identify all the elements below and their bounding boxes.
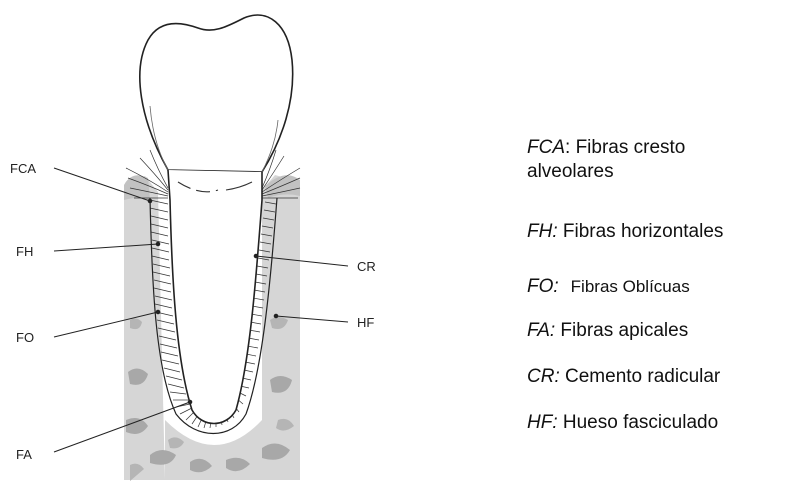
legend-abbr: FO:: [527, 276, 559, 297]
legend-desc: Hueso fasciculado: [558, 412, 719, 433]
legend-desc: Fibras Oblícuas: [571, 277, 690, 296]
legend-entry-cr: CR: Cemento radicular: [527, 365, 720, 389]
legend-desc: Fibras apicales: [555, 320, 688, 341]
legend-entry-fa: FA: Fibras apicales: [527, 319, 688, 343]
legend-desc-line2: alveolares: [527, 160, 685, 184]
legend-abbr: CR:: [527, 366, 560, 387]
legend-abbr: FH:: [527, 221, 558, 242]
legend-desc: Cemento radicular: [560, 366, 721, 387]
tooth-crown: [140, 15, 293, 172]
tooth-root: [168, 170, 262, 424]
legend-desc: Fibras cresto: [576, 137, 686, 158]
label-fo: FO: [16, 330, 34, 345]
legend-sep: :: [565, 137, 576, 158]
label-hf: HF: [357, 315, 374, 330]
label-cr: CR: [357, 259, 376, 274]
label-fca: FCA: [10, 161, 36, 176]
tooth-periodontium-diagram: FCA FH FO FA CR HF: [0, 0, 500, 485]
legend-entry-fo: FO: Fibras Oblícuas: [527, 275, 690, 299]
legend-abbr: FCA: [527, 137, 565, 158]
legend-desc: Fibras horizontales: [558, 221, 724, 242]
label-fh: FH: [16, 244, 33, 259]
legend-entry-hf: HF: Hueso fasciculado: [527, 411, 718, 435]
legend-abbr: FA:: [527, 320, 555, 341]
legend-entry-fh: FH: Fibras horizontales: [527, 220, 723, 244]
legend-entry-fca: FCA: Fibras cresto alveolares: [527, 136, 685, 184]
label-fa: FA: [16, 447, 32, 462]
legend-abbr: HF:: [527, 412, 558, 433]
